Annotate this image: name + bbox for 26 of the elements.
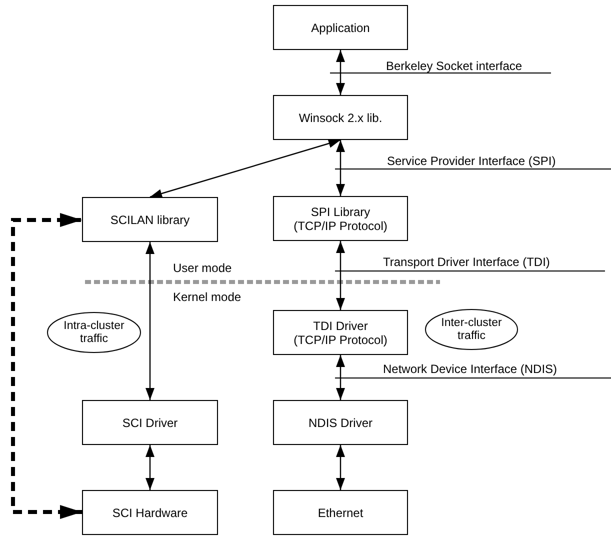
interface-label: Transport Driver Interface (TDI) bbox=[383, 255, 550, 269]
process-box: SPI Library (TCP/IP Protocol) bbox=[273, 196, 408, 241]
mode-label: Kernel mode bbox=[173, 290, 242, 304]
arrow bbox=[336, 445, 345, 490]
process-box: SCI Driver bbox=[82, 400, 218, 445]
traffic-ellipse: Inter-cluster traffic bbox=[425, 309, 518, 350]
process-box: NDIS Driver bbox=[273, 400, 408, 445]
arrow bbox=[336, 140, 345, 196]
traffic-ellipse: Intra-cluster traffic bbox=[47, 312, 141, 353]
interface-label: Service Provider Interface (SPI) bbox=[387, 154, 556, 168]
process-box: Application bbox=[273, 5, 408, 50]
arrow bbox=[336, 241, 345, 310]
interface-label: Berkeley Socket interface bbox=[386, 59, 522, 73]
process-box: SCI Hardware bbox=[82, 490, 218, 535]
arrow bbox=[146, 445, 154, 490]
process-box: SCILAN library bbox=[82, 197, 218, 242]
arrow bbox=[11, 213, 82, 519]
arrow bbox=[150, 139, 341, 198]
process-box: TDI Driver (TCP/IP Protocol) bbox=[273, 310, 408, 355]
arrow bbox=[336, 50, 345, 95]
process-box: Ethernet bbox=[273, 490, 408, 535]
mode-label: User mode bbox=[173, 261, 232, 275]
process-box: Winsock 2.x lib. bbox=[273, 95, 408, 140]
arrow bbox=[146, 242, 154, 400]
interface-label: Network Device Interface (NDIS) bbox=[383, 362, 558, 376]
arrow bbox=[336, 355, 345, 400]
